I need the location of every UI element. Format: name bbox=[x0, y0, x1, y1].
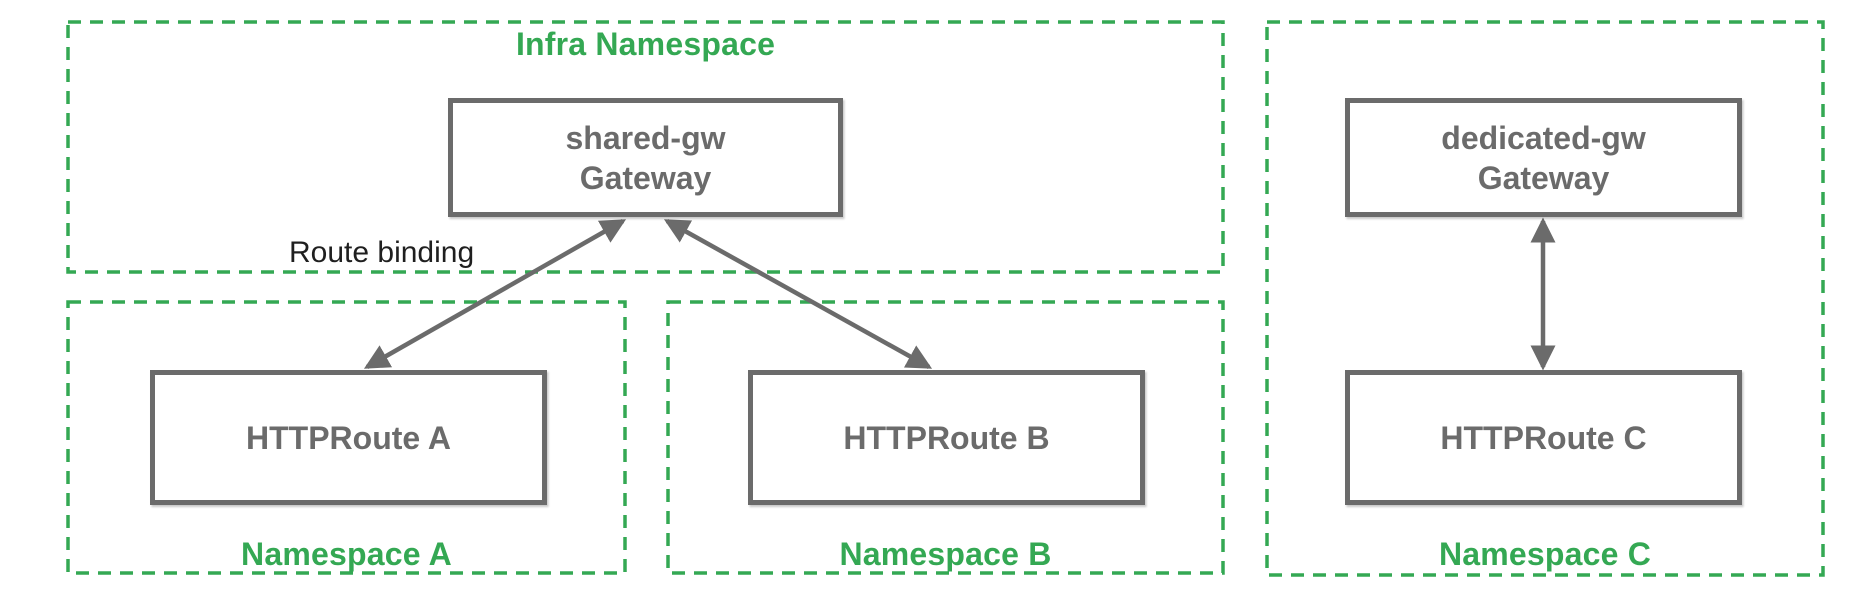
httproute-b-label: HTTPRoute B bbox=[843, 419, 1050, 456]
dedicated-gw-name: dedicated-gw bbox=[1441, 119, 1646, 156]
infra-namespace-boundary bbox=[66, 20, 1225, 274]
infra-namespace-label: Infra Namespace bbox=[515, 26, 776, 62]
dedicated-gw-gateway-box: dedicated-gw Gateway bbox=[1345, 98, 1742, 217]
namespace-c-boundary bbox=[1265, 20, 1825, 577]
httproute-c-box: HTTPRoute C bbox=[1345, 370, 1742, 505]
shared-gw-kind: Gateway bbox=[579, 159, 712, 196]
httproute-a-label: HTTPRoute A bbox=[245, 419, 451, 456]
namespace-b-label: Namespace B bbox=[839, 536, 1052, 572]
shared-gw-gateway-box: shared-gw Gateway bbox=[448, 98, 843, 217]
namespace-b-boundary bbox=[666, 300, 1225, 575]
dedicated-gw-kind: Gateway bbox=[1477, 159, 1610, 196]
arrow-sharedgw-httproute-b bbox=[663, 219, 933, 369]
namespace-a-boundary bbox=[66, 300, 627, 575]
namespace-c-label: Namespace C bbox=[1438, 536, 1652, 572]
httproute-a-box: HTTPRoute A bbox=[150, 370, 547, 505]
arrow-sharedgw-httproute-a bbox=[363, 219, 627, 369]
namespace-a-label: Namespace A bbox=[241, 536, 452, 572]
route-binding-annotation: Route binding bbox=[289, 236, 475, 269]
httproute-b-box: HTTPRoute B bbox=[748, 370, 1145, 505]
httproute-c-label: HTTPRoute C bbox=[1440, 419, 1647, 456]
shared-gw-name: shared-gw bbox=[565, 119, 726, 156]
